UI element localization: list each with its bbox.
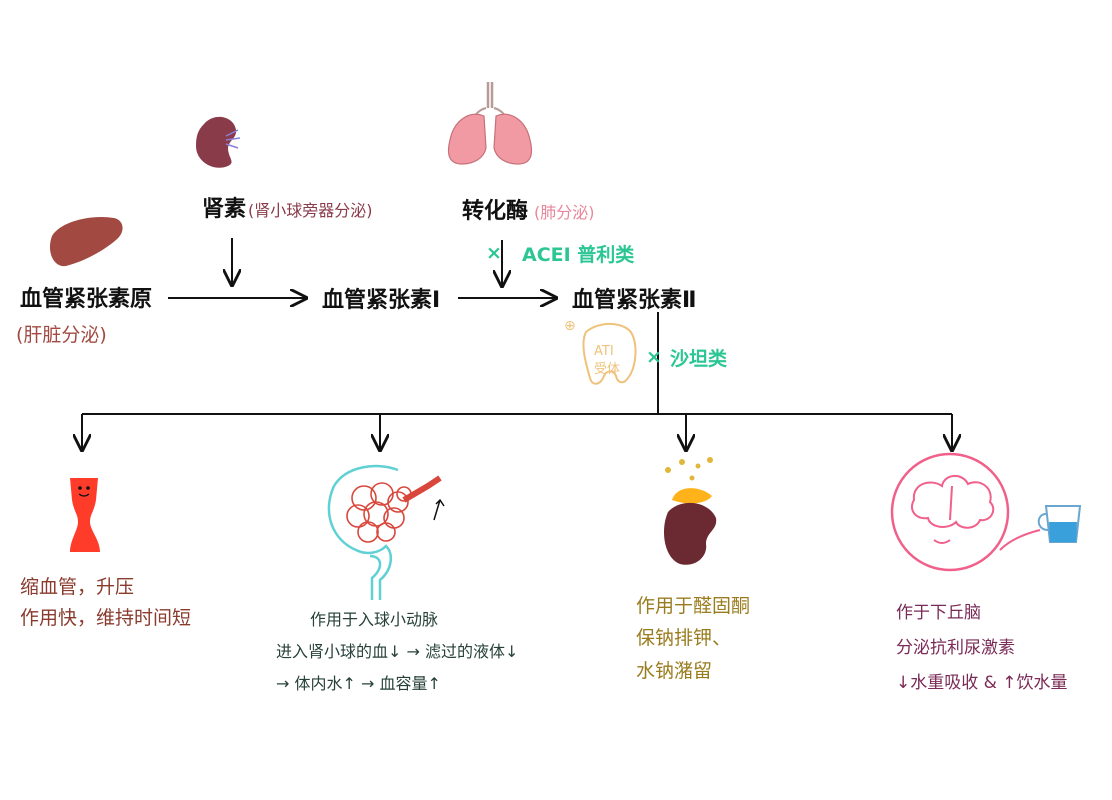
brain-effect-line-2: 分泌抗利尿激素: [896, 637, 1015, 658]
vessel-effect-line-2: 作用快，维持时间短: [20, 607, 192, 630]
kidney-icon: [196, 116, 241, 168]
vessel-icon: [70, 478, 100, 552]
angiotensin-1-label: 血管紧张素Ⅰ: [322, 288, 441, 313]
brain-effect-text: 作于下丘脑 分泌抗利尿激素 ↓水重吸收 & ↑饮水量: [896, 596, 1068, 701]
adrenal-kidney-icon: [664, 457, 717, 565]
receptor-word: 受体: [594, 362, 621, 377]
kidney-effect-line-3: → 体内水↑ → 血容量↑: [276, 674, 441, 693]
angiotensinogen-source: (肝脏分泌): [16, 324, 107, 346]
angiotensin-2-label: 血管紧张素Ⅱ: [572, 288, 697, 313]
receptor-plus-sign: ⊕: [564, 318, 576, 334]
liver-icon: [49, 216, 123, 267]
aldosterone-effect-text: 作用于醛固酮 保钠排钾、 水钠潴留: [636, 590, 750, 687]
brain-effect-line-1: 作于下丘脑: [896, 603, 981, 623]
ace-source: (肺分泌): [534, 203, 595, 222]
lung-icon: [447, 82, 533, 165]
aldosterone-effect-line-1: 作用于醛固酮: [636, 595, 751, 617]
arb-inhibitor-mark: ×: [646, 346, 662, 368]
renin-name: 肾素: [202, 197, 247, 222]
acei-drug-label: ACEI 普利类: [522, 244, 635, 266]
kidney-effect-line-1: 作用于入球小动脉: [310, 610, 439, 629]
renin-label: 肾素(肾小球旁器分泌): [202, 196, 373, 224]
ace-name: 转化酶: [462, 199, 529, 224]
receptor-name: ATⅠ: [594, 344, 614, 359]
water-cup-icon: [999, 505, 1082, 551]
renin-source: (肾小球旁器分泌): [248, 201, 373, 220]
glomerulus-icon: [327, 464, 445, 600]
at1-receptor-icon: [582, 323, 637, 385]
branch-lines: [82, 312, 952, 450]
kidney-effect-line-2: 进入肾小球的血↓ → 滤过的液体↓: [276, 642, 519, 661]
vessel-effect-line-1: 缩血管，升压: [20, 576, 135, 598]
brain-effect-line-3: ↓水重吸收 & ↑饮水量: [896, 672, 1068, 693]
aldosterone-effect-line-3: 水钠潴留: [636, 659, 713, 682]
vessel-effect-text: 缩血管，升压 作用快，维持时间短: [20, 572, 191, 635]
aldosterone-effect-line-2: 保钠排钾、: [636, 627, 732, 650]
ace-label: 转化酶 (肺分泌): [462, 198, 595, 226]
kidney-effect-text: 作用于入球小动脉 进入肾小球的血↓ → 滤过的液体↓ → 体内水↑ → 血容量↑: [276, 604, 518, 700]
acei-inhibitor-mark: ×: [486, 242, 502, 264]
arb-drug-label: 沙坦类: [670, 348, 728, 370]
brain-icon: [890, 452, 1010, 572]
angiotensinogen-label: 血管紧张素原: [20, 287, 153, 312]
